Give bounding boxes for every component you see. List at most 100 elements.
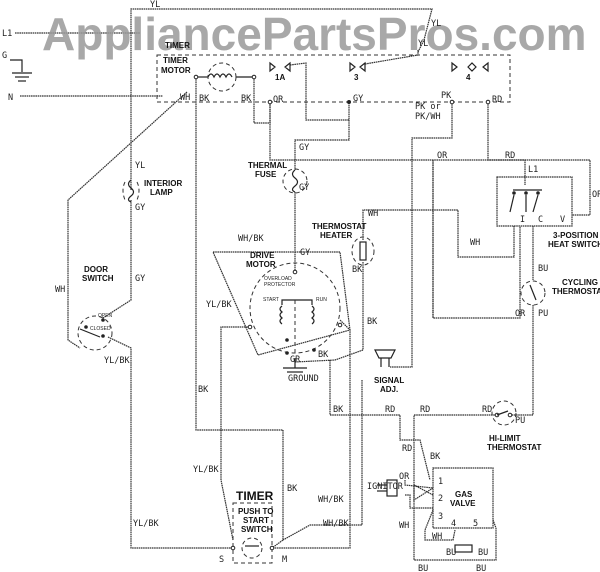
timer-block-label: TIMER (165, 41, 190, 50)
wire-labels: YL YL YL WH BK BK OR GY PK PK or PK/WH R… (55, 0, 600, 572)
wire-label: YL (431, 19, 441, 29)
wire-label: WH/BK (318, 495, 344, 505)
wire-label: RD (385, 405, 395, 415)
overload-label: OVERLOAD (264, 276, 292, 282)
overload-label: PROTECTOR (264, 282, 296, 288)
wire-label: BK (367, 317, 378, 327)
valve-terminal-label: 4 (451, 519, 456, 529)
interior-lamp (122, 179, 140, 203)
wire-label: GY (135, 203, 145, 213)
wire-label: GY (300, 248, 310, 258)
signal-label: SIGNAL (374, 376, 404, 385)
wire-label: BU (418, 564, 428, 572)
ground-symbol (10, 59, 32, 82)
contact-label: 4 (466, 73, 471, 82)
wire-label: GY (299, 183, 309, 193)
wire-label: BU (476, 564, 486, 572)
hi-limit-label: THERMOSTAT (487, 443, 541, 452)
wire-label: BK (199, 94, 210, 104)
terminal-m-label: M (282, 555, 287, 565)
wire-label: YL/BK (133, 519, 159, 529)
timer-motor-label: MOTOR (161, 66, 191, 75)
wire-label: OR (399, 472, 410, 482)
door-switch-label: DOOR (84, 265, 108, 274)
wire-label: BK (287, 484, 298, 494)
drive-motor-label: MOTOR (246, 260, 276, 269)
wire-label: BU (538, 264, 548, 274)
hi-limit-thermostat (491, 400, 517, 426)
gas-valve-box (432, 467, 494, 529)
thermostat-heater (351, 236, 375, 266)
contact-label: 3 (354, 73, 359, 82)
wire-label: OR (273, 95, 284, 105)
valve-terminal-label: 3 (438, 512, 443, 522)
push-to-start-switch (230, 502, 275, 564)
ignitor-label: IGNITOR (367, 482, 404, 492)
run-winding-label: RUN (316, 297, 327, 303)
terminal-s-label: S (219, 555, 224, 565)
door-switch (77, 315, 113, 351)
timer-motor-label: TIMER (163, 56, 188, 65)
valve-terminal-label: 2 (438, 494, 443, 504)
wire-label: PK (441, 91, 452, 101)
gas-valve-label: VALVE (450, 499, 476, 508)
wire-label: BK (198, 385, 209, 395)
ground-label: GROUND (288, 374, 319, 384)
thermal-fuse-label: FUSE (255, 170, 277, 179)
valve-terminal-label: 1 (438, 477, 443, 487)
contact-label: 1A (275, 73, 285, 82)
wire-label: BK (318, 350, 329, 360)
thermostat-heater-label: THERMOSTAT (312, 222, 366, 231)
wire-label: BK (430, 452, 441, 462)
thermal-fuse (282, 168, 308, 194)
wire-label: YL/BK (104, 356, 130, 366)
wire-label: BK (352, 265, 363, 275)
watermark-text: AppliancePartsPros.com (42, 8, 587, 60)
wire-label: PU (515, 416, 525, 426)
thermostat-heater-label: HEATER (320, 231, 353, 240)
drive-motor-label: DRIVE (250, 251, 275, 260)
heat-switch-i-label: I (520, 215, 525, 225)
wire-label: BU (446, 548, 456, 558)
wire-label: WH/BK (238, 234, 264, 244)
heat-switch (496, 176, 573, 227)
timer-title: TIMER (236, 489, 274, 503)
wire-label: WH (368, 209, 378, 219)
interior-lamp-label: LAMP (150, 188, 173, 197)
wire-label: WH (399, 521, 409, 531)
wire-label: PU (538, 309, 548, 319)
valve-terminal-label: 5 (473, 519, 478, 529)
heat-switch-label: HEAT SWITCH (548, 240, 600, 249)
push-to-start-label: PUSH TO (238, 507, 273, 516)
heat-switch-c-label: C (538, 215, 543, 225)
wire-label: GY (135, 274, 145, 284)
wire-label: GR (290, 355, 301, 365)
wire-label: WH/BK (323, 519, 349, 529)
timer-motor (193, 62, 257, 92)
wire-label: OR (515, 309, 526, 319)
wire-label: WH (180, 93, 190, 103)
wire-label: OR (437, 151, 448, 161)
wire-label: RD (402, 444, 412, 454)
signal-buzzer (374, 349, 396, 367)
wire-label: RD (492, 95, 502, 105)
l1-label: L1 (2, 29, 12, 39)
cycling-thermostat (520, 280, 546, 306)
push-to-start-label: SWITCH (241, 525, 273, 534)
drive-motor (247, 262, 343, 373)
hi-limit-label: HI-LIMIT (489, 434, 521, 443)
heat-switch-l1-label: L1 (528, 165, 538, 175)
wire-label: GY (299, 143, 309, 153)
wire-label: PK/WH (415, 112, 441, 122)
door-closed-label: CLOSED (90, 326, 111, 332)
wire-label: WH (432, 532, 442, 542)
thermal-fuse-label: THERMAL (248, 161, 287, 170)
heat-switch-label: 3-POSITION (553, 231, 599, 240)
wire-label: RD (505, 151, 515, 161)
wire-label: OR (592, 190, 600, 200)
wire-label: BK (241, 94, 252, 104)
wire-label: PK or (415, 102, 441, 112)
cycling-thermostat-label: THERMOSTAT (552, 287, 600, 296)
wire-label: YL/BK (206, 300, 232, 310)
